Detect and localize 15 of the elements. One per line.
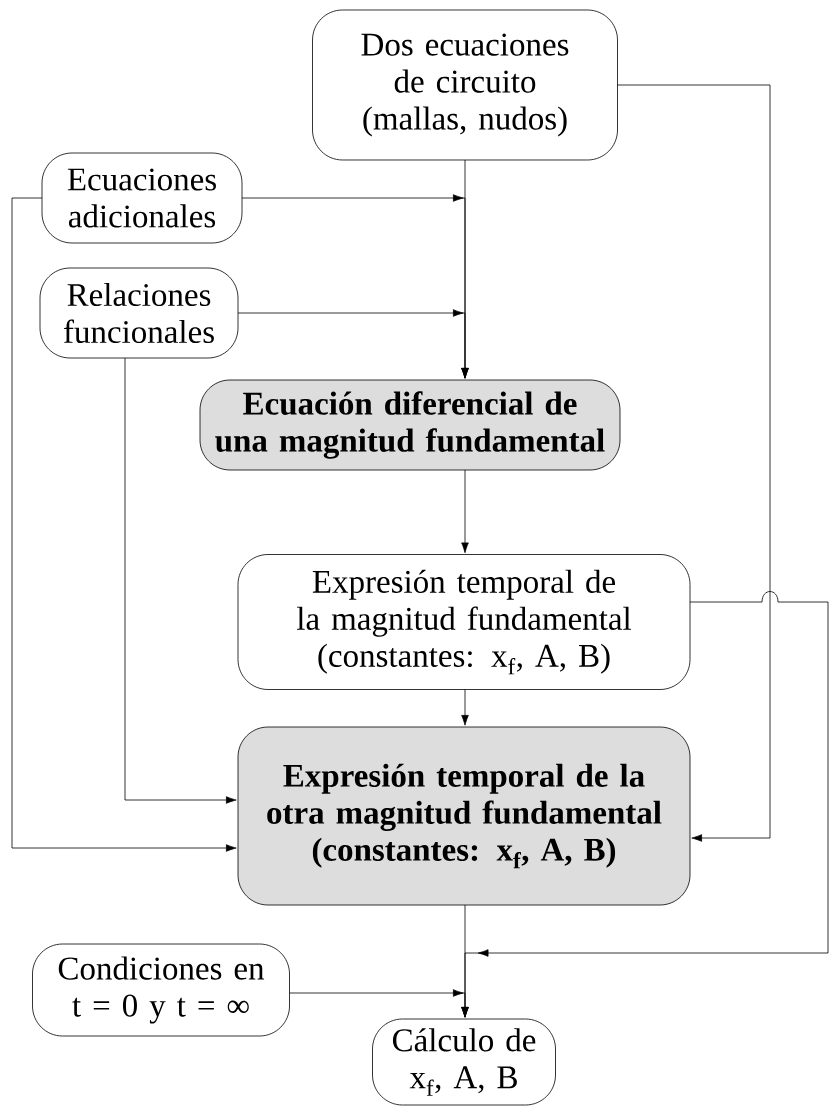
arrow [124,357,237,804]
input-box: Relaciones funcionales [39,267,239,359]
arrow [11,197,237,852]
arrow [461,591,829,1018]
result-box: Expresión temporal de la otra magnitud fundamental (constantes: x$_{f}$, A, B) [237,726,691,906]
arrow [461,689,469,726]
input-box: Condiciones en t = 0 y t = ∞ [32,943,290,1037]
process-box: Dos ecuaciones de circuito (mallas, nudos) [312,9,618,161]
result-box: Ecuación diferencial de una magnitud fundamental [199,379,621,471]
input-box: Ecuaciones adicionales [41,152,243,244]
arrow [237,309,469,379]
arrow [461,469,469,554]
output-box: Cálculo de x$_{f}$, A, B [372,1018,556,1106]
process-box: Expresión temporal de la magnitud fundamental (constantes: x$_{f}$, A, B) [237,554,691,690]
arrow [617,84,771,842]
